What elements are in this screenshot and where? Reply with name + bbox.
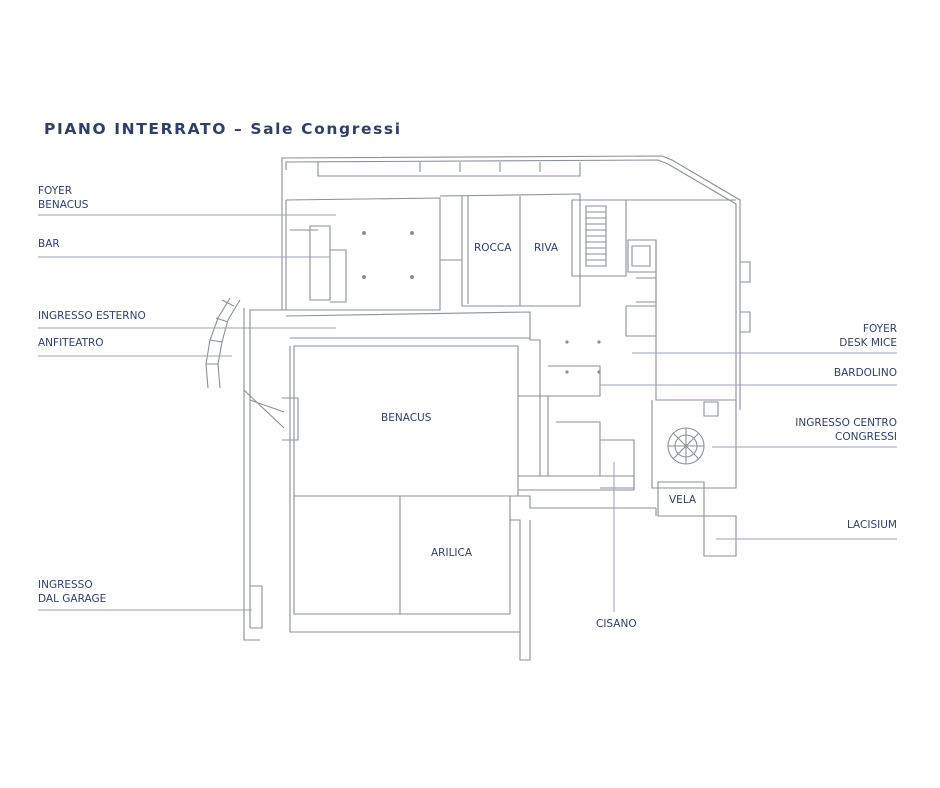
label-line: FOYER: [38, 185, 73, 197]
label-bardolino: BARDOLINO: [833, 367, 897, 379]
label-line: CONGRESSI: [835, 431, 897, 443]
label-ingresso-esterno: INGRESSO ESTERNO: [38, 310, 146, 322]
room-vela: VELA: [669, 494, 697, 506]
label-lacisium: LACISIUM: [846, 519, 897, 531]
room-arilica: ARILICA: [431, 547, 473, 559]
label-anfiteatro: ANFITEATRO: [38, 337, 104, 349]
room-rocca: ROCCA: [474, 242, 512, 254]
room-riva: RIVA: [534, 242, 559, 254]
label-foyer-benacus: FOYER BENACUS: [38, 184, 88, 212]
leader-lines: [38, 214, 897, 612]
page-title: PIANO INTERRATO – Sale Congressi: [44, 120, 402, 138]
columns: [362, 231, 601, 374]
label-ingresso-garage: INGRESSO DAL GARAGE: [38, 578, 106, 606]
label-foyer-desk-mice: FOYER DESK MICE: [839, 322, 897, 350]
label-line: FOYER: [862, 323, 897, 335]
label-bar: BAR: [38, 238, 60, 250]
label-line: DESK MICE: [839, 337, 897, 349]
label-cisano: CISANO: [596, 618, 637, 630]
label-ingresso-centro-congressi: INGRESSO CENTRO CONGRESSI: [795, 416, 897, 444]
label-line: DAL GARAGE: [38, 593, 107, 605]
label-line: INGRESSO: [38, 579, 93, 591]
label-line: BENACUS: [38, 199, 89, 211]
walls: [205, 155, 751, 661]
room-benacus: BENACUS: [381, 412, 432, 424]
label-line: INGRESSO CENTRO: [795, 417, 897, 429]
